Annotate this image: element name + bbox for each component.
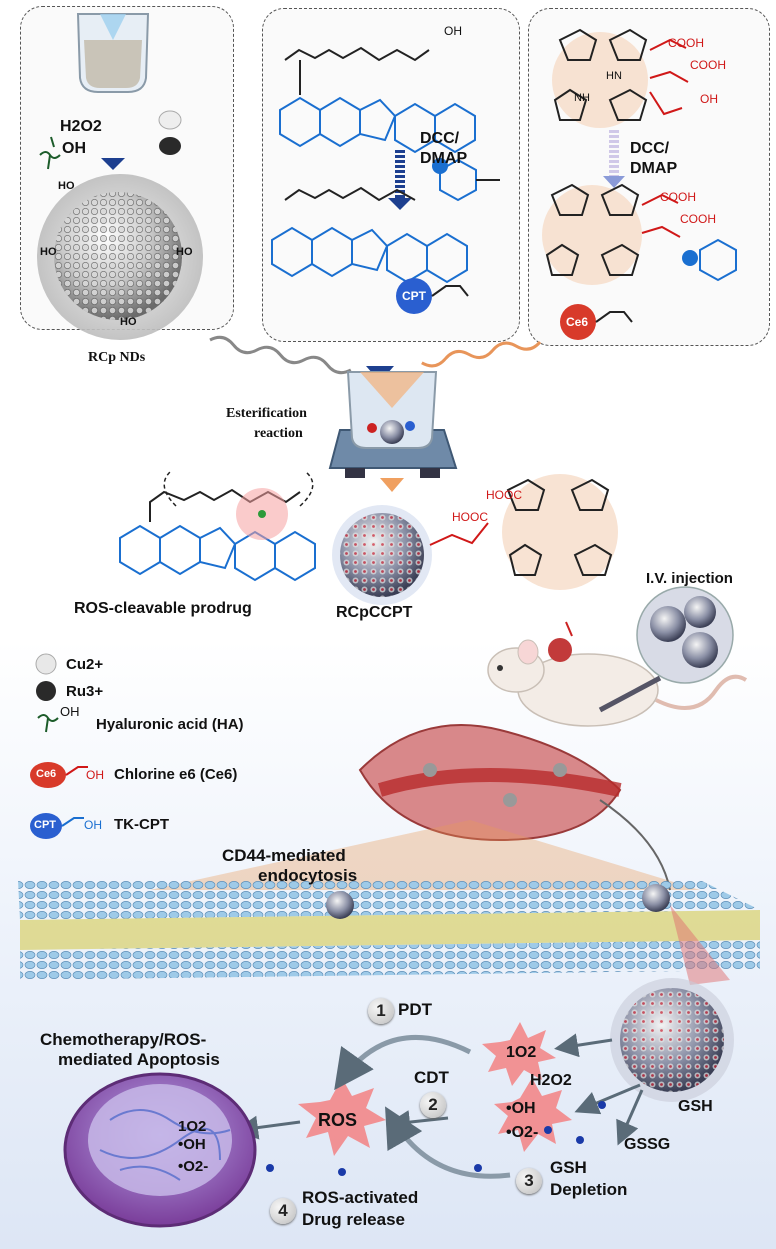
ce6-ball-icon: [560, 304, 596, 340]
cooh-label-3: COOH: [660, 190, 696, 204]
legend-ha-label: Hyaluronic acid (HA): [96, 716, 244, 733]
esterification-label: Esterification: [226, 406, 307, 421]
legend-cpt-icon: [30, 813, 62, 839]
nanoparticle-large: [620, 988, 724, 1092]
endocytosis-label-2: endocytosis: [258, 866, 358, 885]
step1-label: PDT: [398, 1000, 432, 1019]
hydroxyl-label: •OH: [506, 1100, 536, 1117]
surface-oh-label-3: HO: [176, 246, 193, 258]
cu-ion-icon: [158, 110, 182, 130]
legend-cu-label: Cu2+: [66, 656, 104, 673]
step4-badge: 4: [270, 1198, 296, 1224]
cpt-ball-label: CPT: [402, 289, 426, 303]
reaction-beaker-icon: [346, 371, 438, 449]
ce6-ball-label: Ce6: [566, 315, 589, 329]
hooc-label-2: HOOC: [452, 510, 488, 524]
carboxyl-oh-label: OH: [444, 24, 462, 38]
dmap-label-2: DMAP: [630, 160, 678, 177]
legend-ce6-label: Chlorine e6 (Ce6): [114, 766, 238, 783]
endocytosis-label-1: CD44-mediated: [222, 846, 346, 865]
step3-label-1: GSH: [550, 1158, 587, 1177]
singlet-oxygen-burst: [482, 1022, 556, 1086]
iv-injection-label: I.V. injection: [646, 570, 733, 587]
h2o2-label: H2O2: [60, 118, 102, 135]
cell-superoxide: •O2-: [178, 1158, 209, 1175]
cpt-ball-icon: [396, 278, 432, 314]
rcpccpt-label: RCpCCPT: [336, 604, 413, 621]
surface-oh-label-1: HO: [58, 180, 75, 192]
legend-ce6-icon-label: Ce6: [36, 768, 57, 780]
legend-ru-label: Ru3+: [66, 683, 104, 700]
apoptosis-label-2: mediated Apoptosis: [58, 1050, 220, 1069]
cpt-structure-top: [279, 96, 476, 154]
rcp-nanodot: [54, 192, 182, 320]
legend-ha-icon: [37, 714, 59, 733]
nanoparticle-zoom: [636, 586, 734, 684]
ha-chain-icon: [39, 136, 61, 170]
cell-hydroxyl: •OH: [178, 1136, 206, 1153]
legend-cpt-oh: OH: [84, 818, 102, 832]
step2-label: CDT: [414, 1068, 449, 1087]
step2-badge: 2: [420, 1092, 446, 1118]
rcp-nds-title: RCp NDs: [88, 350, 146, 365]
rcpccpt-particle: [340, 513, 424, 597]
prodrug-label: ROS-cleavable prodrug: [74, 600, 252, 617]
legend-ce6-icon: [30, 762, 66, 788]
surface-oh-label-2: HO: [40, 246, 57, 258]
ros-burst: [298, 1078, 386, 1156]
legend-cpt-icon-label: CPT: [34, 819, 56, 831]
gssg-label: GSSG: [624, 1136, 671, 1153]
ce6-porphyrin-bottom: [542, 183, 642, 285]
cooh-label-1: COOH: [668, 36, 704, 50]
mouse-icon: [487, 638, 748, 727]
beaker-icon: [76, 13, 150, 93]
ha-oh-label: OH: [62, 140, 86, 157]
cpt-structure-bottom: [271, 226, 468, 284]
syringe-icon: [598, 675, 662, 713]
legend-ru-icon: [36, 681, 56, 701]
ce6-oh-label: OH: [700, 92, 718, 106]
prodrug-structure: [119, 524, 316, 582]
surface-oh-label-4: HO: [120, 316, 137, 328]
dcc-label: DCC/: [420, 130, 460, 147]
superoxide-label: •O2-: [506, 1124, 539, 1141]
reaction-label: reaction: [254, 426, 303, 441]
ru-ion-icon: [159, 137, 181, 155]
step1-badge: 1: [368, 998, 394, 1024]
cell-singlet-o2: 1O2: [178, 1118, 207, 1135]
singlet-o2-label: 1O2: [506, 1044, 537, 1061]
h2o2-mech-label: H2O2: [530, 1072, 572, 1089]
hydroxyl-burst: [494, 1078, 572, 1152]
step4-label-1: ROS-activated: [302, 1188, 419, 1207]
legend-ce6-oh: OH: [86, 768, 104, 782]
cell-membrane: [18, 880, 760, 920]
legend-ha-oh: OH: [60, 704, 80, 719]
dmap-label: DMAP: [420, 150, 468, 167]
cooh-label-4: COOH: [680, 212, 716, 226]
apoptosis-label-1: Chemotherapy/ROS-: [40, 1030, 207, 1049]
step3-label-2: Depletion: [550, 1180, 628, 1199]
dcc-label-2: DCC/: [630, 140, 670, 157]
ros-label: ROS: [318, 1110, 358, 1130]
legend-cu-icon: [35, 653, 57, 675]
nh-label: NH: [574, 92, 590, 104]
gsh-label: GSH: [678, 1098, 713, 1115]
step4-label-2: Drug release: [302, 1210, 405, 1229]
dmap-ring: [439, 158, 500, 202]
cooh-label-2: COOH: [690, 58, 726, 72]
hn-label: HN: [606, 70, 622, 82]
tumor-spot: [548, 638, 572, 662]
step3-badge: 3: [516, 1168, 542, 1194]
hooc-label-1: HOOC: [486, 488, 522, 502]
legend-tk-label: TK-CPT: [114, 816, 169, 833]
ce6-porphyrin-top: [552, 28, 648, 128]
